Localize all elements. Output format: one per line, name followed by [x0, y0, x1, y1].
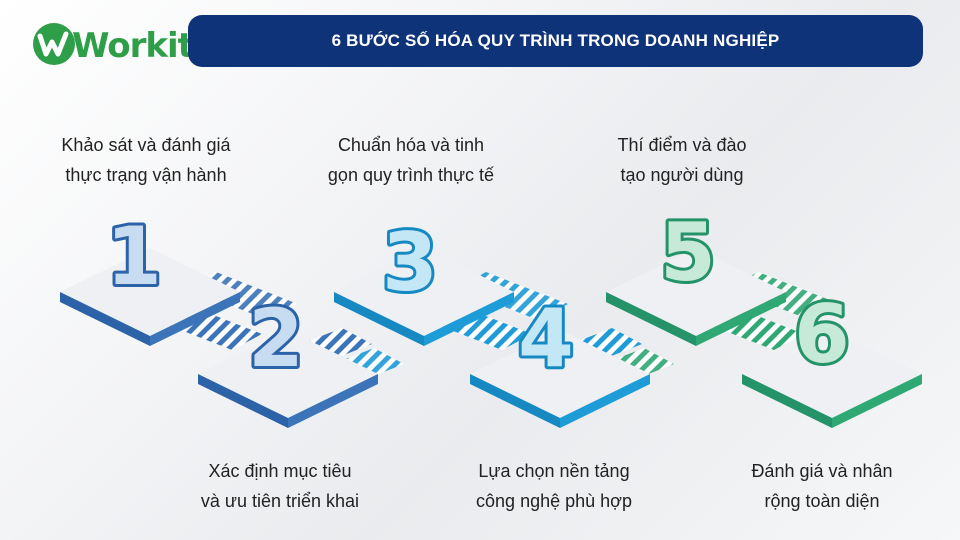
step-1-line-2: thực trạng vận hành: [65, 165, 227, 185]
step-1-line-1: Khảo sát và đánh giá: [61, 135, 231, 155]
step-4-line-2: công nghệ phù hợp: [476, 491, 632, 511]
step-5-line-2: tạo người dùng: [620, 165, 744, 185]
step-3-line-2: gọn quy trình thực tế: [327, 165, 495, 185]
step-2-line-2: và ưu tiên triển khai: [200, 491, 360, 511]
step-label-1: Khảo sát và đánh giá thực trạng vận hành: [16, 130, 276, 190]
step-tile-5: [606, 248, 786, 346]
logo-text: Workit: [72, 26, 194, 66]
step-3-line-1: Chuẩn hóa và tinh: [337, 135, 485, 155]
step-4-line-1: Lựa chọn nền tảng: [478, 461, 630, 481]
step-label-3: Chuẩn hóa và tinh gọn quy trình thực tế: [281, 130, 541, 190]
step-number-1: 1: [106, 210, 162, 303]
step-tile-1: [60, 248, 240, 346]
step-label-2: Xác định mục tiêu và ưu tiên triển khai: [150, 456, 410, 516]
step-label-5: Thí điểm và đào tạo người dùng: [552, 130, 812, 190]
step-6-line-2: rộng toàn diện: [764, 491, 880, 511]
step-6-line-1: Đánh giá và nhân: [751, 461, 893, 481]
step-tile-4: [470, 330, 650, 428]
step-number-6: 6: [794, 288, 850, 381]
step-number-3: 3: [382, 216, 438, 309]
step-tile-6: [742, 330, 922, 428]
step-label-6: Đánh giá và nhân rộng toàn diện: [692, 456, 952, 516]
workit-logo: Workit: [28, 14, 194, 70]
title-banner: 6 BƯỚC SỐ HÓA QUY TRÌNH TRONG DOANH NGHI…: [188, 15, 923, 67]
step-number-4: 4: [518, 292, 574, 385]
page-title: 6 BƯỚC SỐ HÓA QUY TRÌNH TRONG DOANH NGHI…: [331, 31, 780, 50]
step-number-2: 2: [248, 292, 304, 385]
step-tile-2: [198, 330, 378, 428]
step-number-5: 5: [660, 206, 716, 299]
step-2-line-1: Xác định mục tiêu: [208, 461, 352, 481]
step-5-line-1: Thí điểm và đào: [617, 135, 747, 155]
step-label-4: Lựa chọn nền tảng công nghệ phù hợp: [424, 456, 684, 516]
logo-mark: [33, 23, 75, 65]
step-tile-3: [334, 248, 514, 346]
